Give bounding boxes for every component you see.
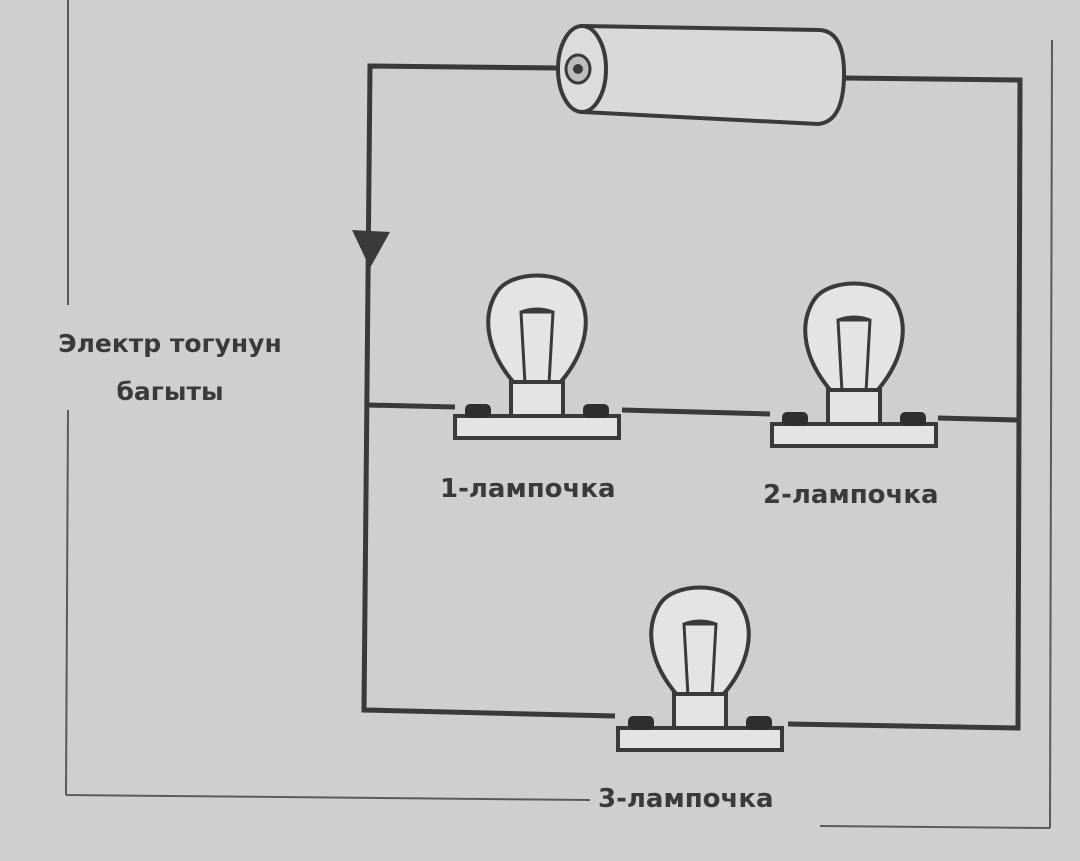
lamp-3-icon	[616, 585, 784, 752]
lamp-1-label: 1-лампочка	[440, 474, 616, 504]
page-margin-bottom	[65, 794, 591, 801]
lamp-2-label: 2-лампочка	[763, 480, 939, 510]
lamp-2-icon	[770, 281, 938, 448]
wires	[361, 63, 1023, 731]
battery-icon	[556, 23, 847, 127]
page-margin-bottom-right	[819, 825, 1051, 829]
current-direction-arrow-icon	[352, 230, 390, 268]
page-margin-left-lower	[65, 409, 69, 796]
current-direction-label-line1: Электр тогунун	[58, 329, 282, 358]
page-margin-right	[1049, 39, 1053, 829]
lamp-3-label: 3-лампочка	[598, 784, 774, 814]
lamp-1-icon	[453, 273, 621, 440]
current-direction-label-line2: багыты	[116, 377, 224, 406]
current-direction-label: Электр тогунун багыты	[40, 320, 300, 416]
